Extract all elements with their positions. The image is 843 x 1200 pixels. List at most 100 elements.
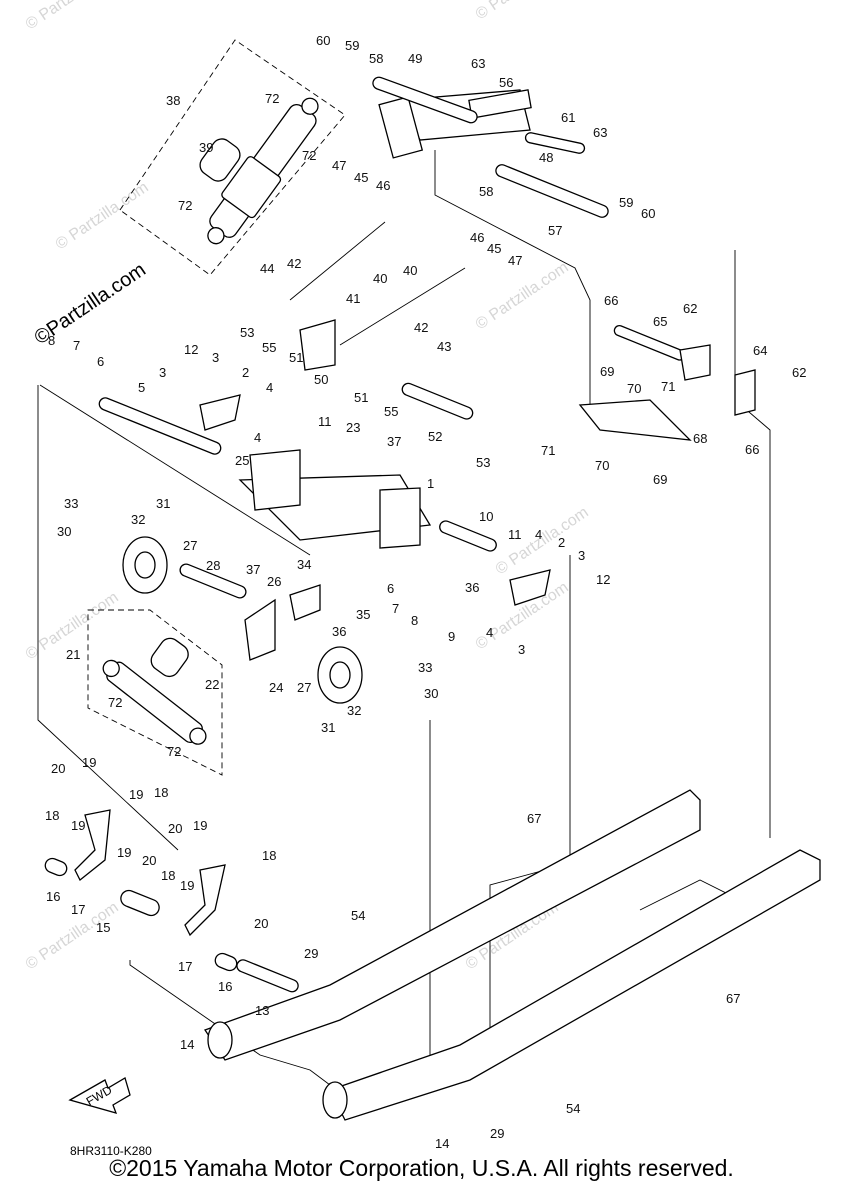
callout-number: 66 bbox=[745, 442, 759, 457]
callout-number: 19 bbox=[71, 818, 85, 833]
callout-number: 33 bbox=[418, 660, 432, 675]
callout-number: 62 bbox=[683, 301, 697, 316]
callout-number: 35 bbox=[356, 607, 370, 622]
callout-number: 55 bbox=[262, 340, 276, 355]
callout-number: 63 bbox=[471, 56, 485, 71]
callout-number: 32 bbox=[131, 512, 145, 527]
callout-number: 71 bbox=[541, 443, 555, 458]
callout-number: 7 bbox=[392, 601, 399, 616]
bracket-34 bbox=[289, 584, 321, 621]
callout-number: 70 bbox=[627, 381, 641, 396]
callout-number: 20 bbox=[168, 821, 182, 836]
callout-number: 69 bbox=[653, 472, 667, 487]
callout-number: 17 bbox=[71, 902, 85, 917]
callout-number: 72 bbox=[167, 744, 181, 759]
callout-number: 10 bbox=[479, 509, 493, 524]
shaft-28 bbox=[179, 563, 247, 599]
callout-number: 45 bbox=[354, 170, 368, 185]
callout-number: 53 bbox=[240, 325, 254, 340]
callout-number: 58 bbox=[369, 51, 383, 66]
slide-rail-right bbox=[329, 849, 821, 1121]
callout-number: 20 bbox=[51, 761, 65, 776]
callout-number: 16 bbox=[218, 979, 232, 994]
bracket-right bbox=[509, 569, 551, 606]
bracket-68 bbox=[578, 399, 692, 441]
diagram-code: 8HR3110-K280 bbox=[70, 1144, 152, 1158]
callout-number: 21 bbox=[66, 647, 80, 662]
callout-number: 12 bbox=[596, 572, 610, 587]
callout-number: 42 bbox=[287, 256, 301, 271]
callout-number: 20 bbox=[142, 853, 156, 868]
callout-number: 40 bbox=[373, 271, 387, 286]
watermark-text: © Partzilla.com bbox=[53, 179, 152, 253]
callout-number: 49 bbox=[408, 51, 422, 66]
watermark-text: © Partzilla.com bbox=[23, 0, 122, 33]
callout-number: 69 bbox=[600, 364, 614, 379]
callout-number: 64 bbox=[753, 343, 767, 358]
rear-shock bbox=[207, 97, 319, 245]
callout-number: 44 bbox=[260, 261, 274, 276]
shaft-13 bbox=[236, 959, 299, 993]
callout-number: 16 bbox=[46, 889, 60, 904]
callout-number: 67 bbox=[527, 811, 541, 826]
callout-number: 11 bbox=[318, 414, 332, 429]
callout-number: 26 bbox=[267, 574, 281, 589]
shock-spring-cover bbox=[199, 138, 241, 182]
callout-number: 19 bbox=[129, 787, 143, 802]
watermark-text: © Partzilla.com bbox=[473, 0, 572, 23]
callout-number: 33 bbox=[64, 496, 78, 511]
outline-left bbox=[37, 385, 179, 851]
callout-number: 37 bbox=[387, 434, 401, 449]
callout-number: 40 bbox=[403, 263, 417, 278]
shaft-61 bbox=[524, 132, 586, 154]
outline-mid bbox=[434, 150, 591, 415]
callout-number: 4 bbox=[266, 380, 273, 395]
callout-number: 17 bbox=[178, 959, 192, 974]
callout-number: 72 bbox=[265, 91, 279, 106]
pivot-bracket bbox=[299, 319, 336, 371]
front-arm-left bbox=[74, 809, 111, 882]
callout-number: 53 bbox=[476, 455, 490, 470]
shaft-10 bbox=[439, 520, 497, 552]
callout-number: 31 bbox=[156, 496, 170, 511]
callout-number: 70 bbox=[595, 458, 609, 473]
callout-number: 4 bbox=[486, 625, 493, 640]
callout-number: 32 bbox=[347, 703, 361, 718]
callout-number: 50 bbox=[314, 372, 328, 387]
copyright-notice: ©2015 Yamaha Motor Corporation, U.S.A. A… bbox=[109, 1155, 734, 1181]
callout-number: 5 bbox=[138, 380, 145, 395]
callout-number: 3 bbox=[518, 642, 525, 657]
callout-number: 43 bbox=[437, 339, 451, 354]
shaft-52 bbox=[401, 382, 474, 420]
forward-arrow-icon: FWD bbox=[68, 1077, 131, 1114]
callout-number: 22 bbox=[205, 677, 219, 692]
callout-number: 47 bbox=[332, 158, 346, 173]
callout-number: 66 bbox=[604, 293, 618, 308]
callout-number: 12 bbox=[184, 342, 198, 357]
callout-number: 52 bbox=[428, 429, 442, 444]
callout-number: 8 bbox=[411, 613, 418, 628]
callout-number: 55 bbox=[384, 404, 398, 419]
callout-number: 29 bbox=[490, 1126, 504, 1141]
callout-number: 38 bbox=[166, 93, 180, 108]
bracket-64b bbox=[734, 369, 756, 416]
callout-number: 72 bbox=[302, 148, 316, 163]
callout-number: 14 bbox=[180, 1037, 194, 1052]
callout-number: 72 bbox=[178, 198, 192, 213]
callout-number: 72 bbox=[108, 695, 122, 710]
callout-number: 68 bbox=[693, 431, 707, 446]
center-frame-left bbox=[249, 449, 301, 511]
collar-16a bbox=[44, 857, 68, 877]
callout-number: 11 bbox=[508, 527, 522, 542]
callout-number: 20 bbox=[254, 916, 268, 931]
callout-number: 4 bbox=[535, 527, 542, 542]
callout-number: 1 bbox=[427, 476, 434, 491]
front-arm-right bbox=[184, 864, 226, 937]
callout-number: 29 bbox=[304, 946, 318, 961]
callout-number: 61 bbox=[561, 110, 575, 125]
callout-number: 18 bbox=[262, 848, 276, 863]
callout-number: 19 bbox=[180, 878, 194, 893]
callout-number: 3 bbox=[212, 350, 219, 365]
